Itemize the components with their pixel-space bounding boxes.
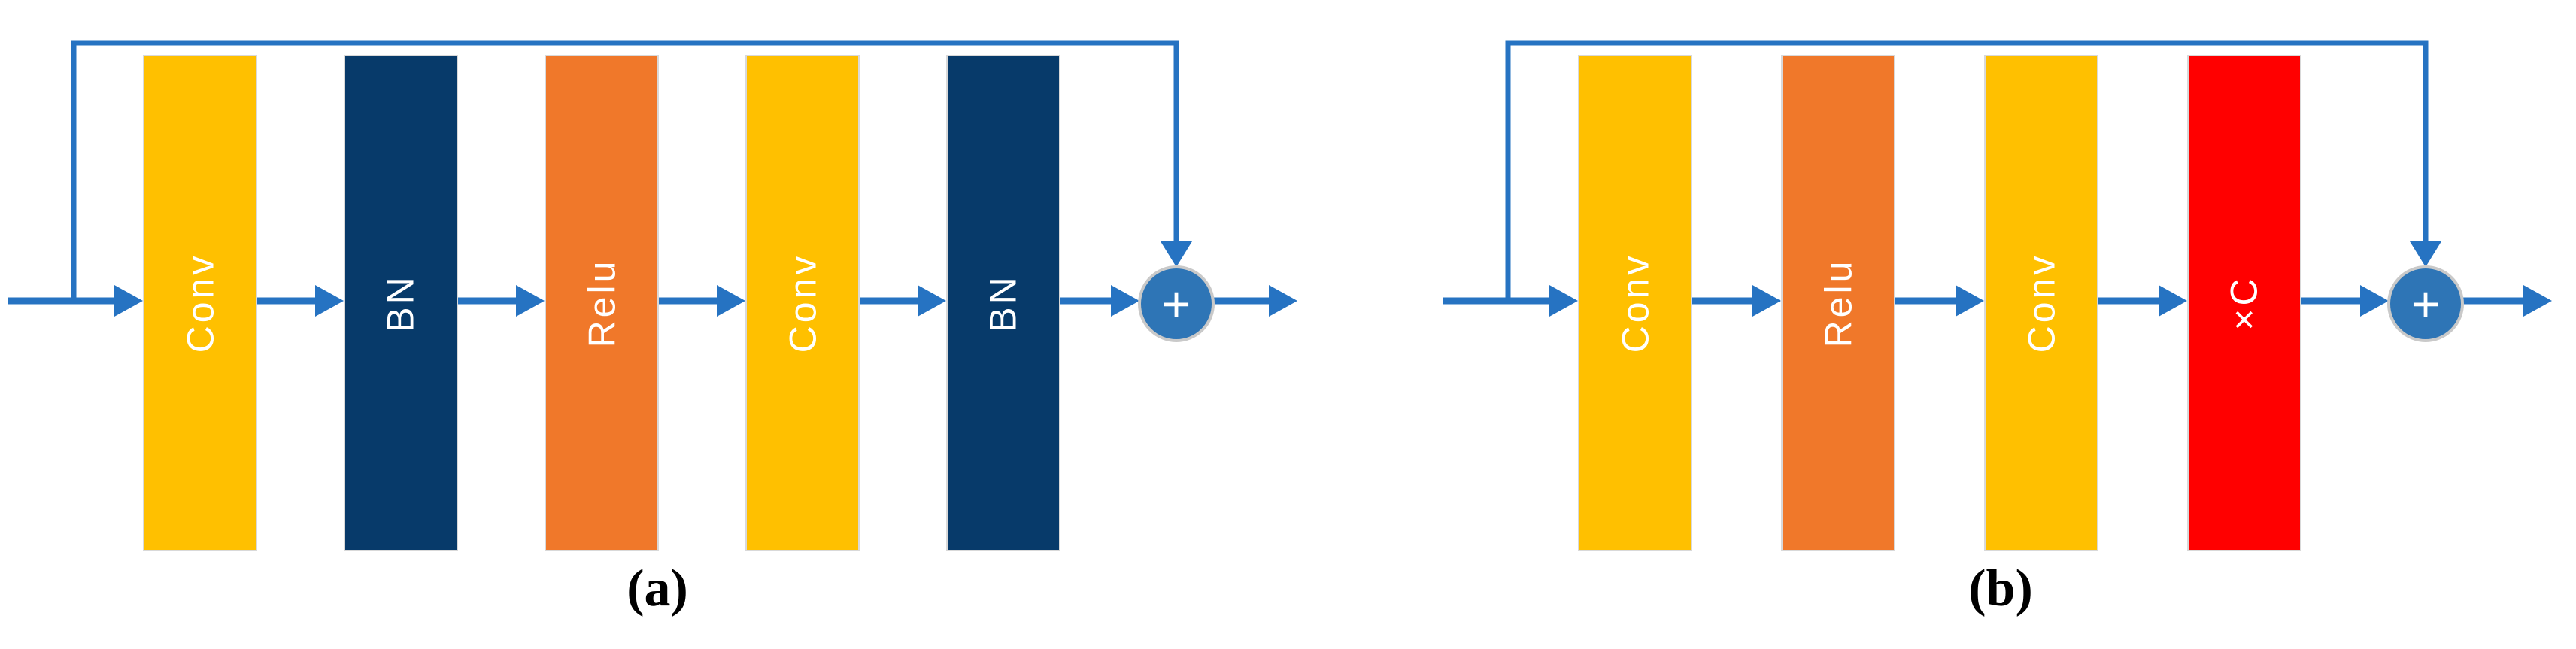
input-arrowhead-b bbox=[1549, 285, 1578, 317]
input-arrowhead-a bbox=[114, 285, 143, 317]
arrowhead bbox=[1111, 285, 1139, 317]
caption-b: (b) bbox=[1968, 560, 2033, 617]
layer-bar-relu: Relu bbox=[1781, 55, 1895, 551]
arrowhead bbox=[918, 285, 946, 317]
layer-bar-conv: Conv bbox=[143, 55, 257, 551]
output-arrowhead-b bbox=[2523, 285, 2552, 317]
arrowhead bbox=[315, 285, 344, 317]
layer-label: Conv bbox=[178, 253, 221, 353]
layer-bar-relu: Relu bbox=[545, 55, 659, 551]
layer-bar-bn: BN bbox=[946, 55, 1060, 551]
plus-icon: + bbox=[2411, 276, 2441, 332]
layer-bar-bn: BN bbox=[344, 55, 458, 551]
layer-bar-conv: Conv bbox=[1578, 55, 1692, 551]
layer-label: Relu bbox=[1817, 258, 1859, 348]
arrowhead bbox=[2159, 285, 2187, 317]
layer-label: Relu bbox=[581, 258, 623, 348]
layer-label: Conv bbox=[781, 253, 824, 353]
layer-label: Conv bbox=[1613, 253, 1656, 353]
layer-label: BN bbox=[982, 274, 1024, 332]
output-arrowhead-a bbox=[1269, 285, 1297, 317]
plus-icon: + bbox=[1161, 276, 1191, 332]
layer-label: BN bbox=[380, 274, 422, 332]
layer-bar-conv: Conv bbox=[1984, 55, 2098, 551]
layer-bar-conv: Conv bbox=[745, 55, 860, 551]
arrowhead bbox=[2360, 285, 2389, 317]
arrowhead bbox=[516, 285, 545, 317]
arrowhead bbox=[717, 285, 745, 317]
layer-bar-scale: ×C bbox=[2187, 55, 2301, 551]
caption-a: (a) bbox=[627, 560, 688, 617]
layer-label: ×C bbox=[2223, 275, 2265, 331]
arrowhead bbox=[1752, 285, 1781, 317]
layer-label: Conv bbox=[2019, 253, 2062, 353]
skip-arrowhead-a bbox=[1161, 241, 1192, 267]
skip-arrowhead-b bbox=[2410, 241, 2441, 267]
arrowhead bbox=[1956, 285, 1984, 317]
